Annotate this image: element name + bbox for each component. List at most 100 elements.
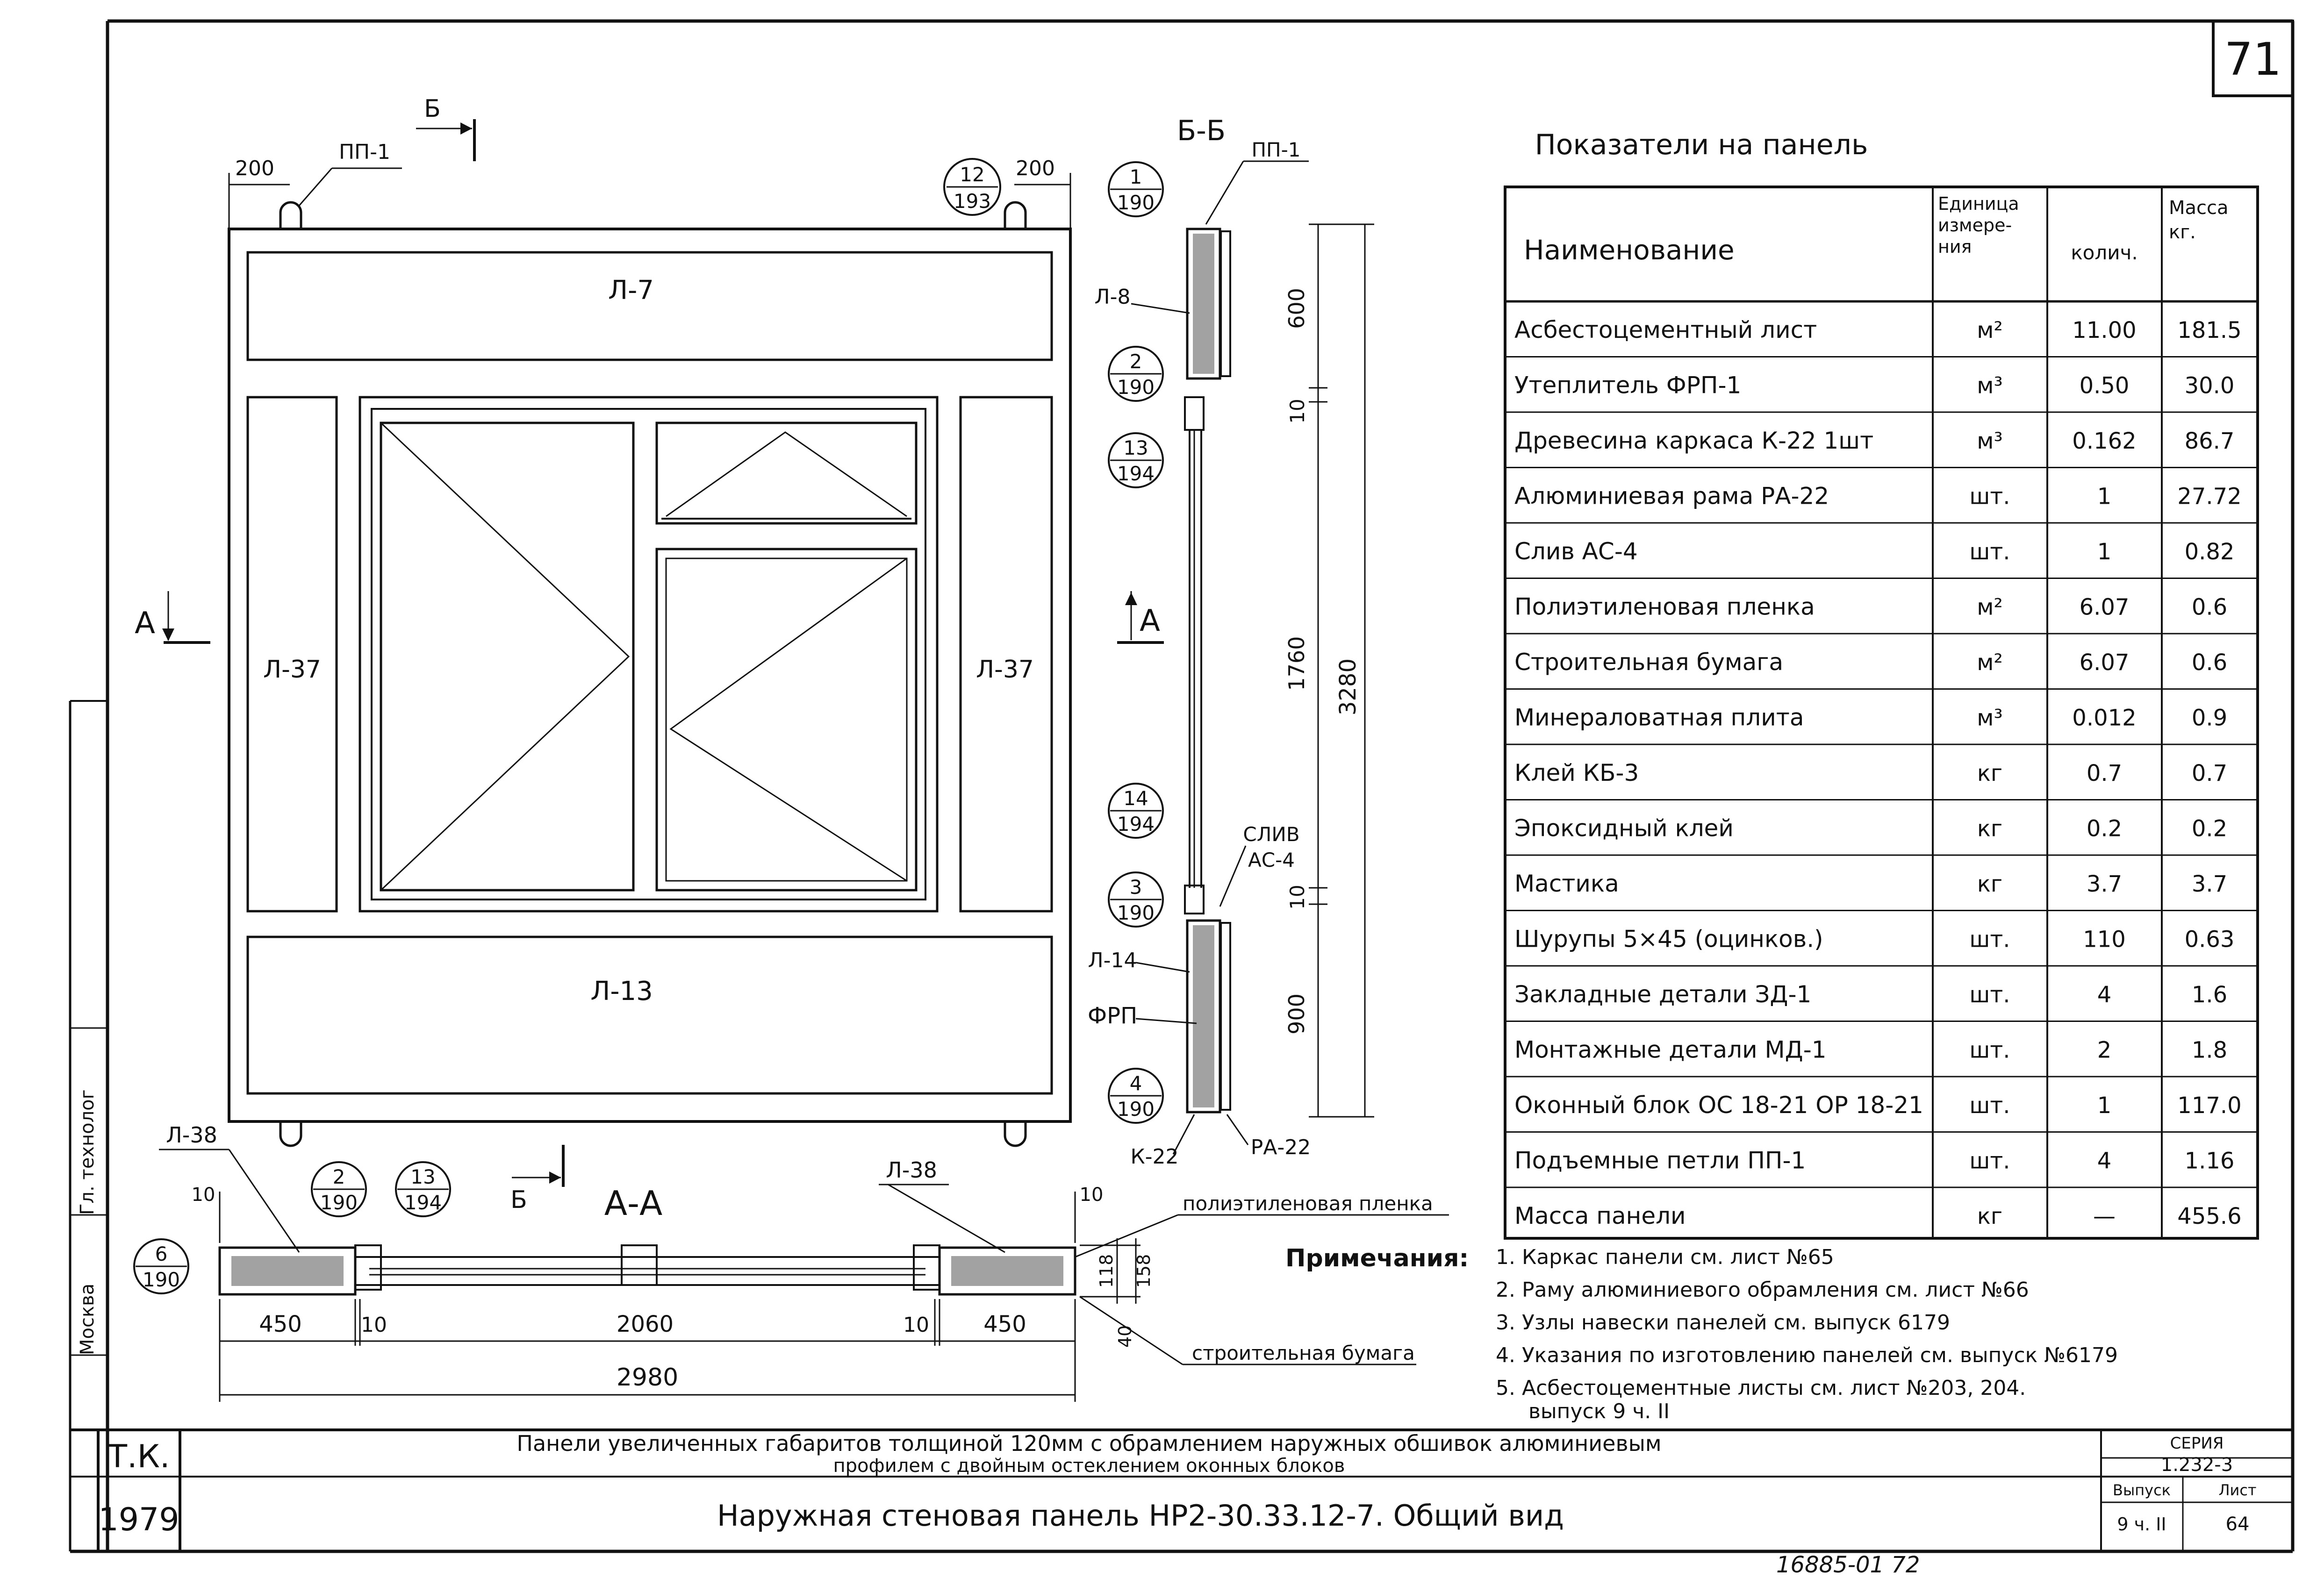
- note-3: 3. Узлы навески панелей см. выпуск 6179: [1496, 1311, 1950, 1335]
- bb-dim-3280: 3280: [1335, 658, 1361, 715]
- side-margin-text-1: Гл. технолог: [77, 1089, 98, 1215]
- cell-mass: 0.6: [2192, 650, 2227, 676]
- cell-name: Алюминиевая рама РА-22: [1514, 483, 1829, 510]
- cell-name: Мастика: [1514, 870, 1619, 897]
- cell-mass: 0.82: [2185, 539, 2235, 565]
- cell-mass: 0.2: [2192, 816, 2227, 842]
- cell-name: Строительная бумага: [1514, 649, 1783, 676]
- aa-dim-450-right: 450: [983, 1311, 1026, 1337]
- cell-unit: м²: [1977, 594, 2002, 621]
- window-frame-outer: [359, 396, 939, 913]
- cell-unit: шт.: [1969, 484, 2010, 510]
- front-view: Л-7 Л-37 Л-37 Л-13 200 200: [135, 95, 1164, 1147]
- label-l7: Л-7: [608, 275, 654, 306]
- cell-qty: 0.012: [2072, 705, 2136, 731]
- label-l37-left: Л-37: [263, 656, 321, 684]
- bb-label-frp: ФРП: [1088, 1003, 1137, 1029]
- cell-mass: 0.9: [2192, 705, 2227, 731]
- cell-mass: 30.0: [2185, 373, 2235, 399]
- title-top-1: Панели увеличенных габаритов толщиной 12…: [516, 1431, 1661, 1456]
- cell-unit: м²: [1977, 317, 2002, 343]
- cell-qty: —: [2093, 1203, 2116, 1229]
- sheet-l37-left: [246, 396, 338, 913]
- window-frame-inner: [371, 408, 926, 900]
- page-number: 71: [2224, 33, 2281, 86]
- sheet-l37-right: [959, 396, 1053, 913]
- window-sash-left: [380, 421, 635, 892]
- aa-dim-2060: 2060: [617, 1311, 674, 1337]
- notes-label: Примечания:: [1285, 1244, 1469, 1272]
- section-bb: Б-Б ПП-1 Л-8 СЛИВ АС-4 Л-14 ФРП К-22 РА-…: [1088, 114, 1374, 1169]
- header-qty: колич.: [2071, 241, 2138, 264]
- sash-left-opening: [380, 422, 630, 891]
- cell-mass: 181.5: [2177, 317, 2241, 343]
- aa-dim-2980: 2980: [617, 1364, 678, 1392]
- cell-mass: 3.7: [2192, 871, 2227, 897]
- indicators-title: Показатели на панель: [1535, 129, 1868, 161]
- note-5: 5. Асбестоцементные листы см. лист №203,…: [1496, 1376, 2026, 1400]
- cell-unit: кг: [1977, 816, 2002, 842]
- cell-name: Эпоксидный клей: [1514, 815, 1734, 842]
- cell-qty: 6.07: [2080, 650, 2130, 676]
- aa-label-l38-right: Л-38: [886, 1157, 937, 1183]
- cell-unit: кг: [1977, 760, 2002, 786]
- cell-name: Слив АС-4: [1514, 538, 1638, 565]
- aa-dim-10-left-top: 10: [192, 1184, 215, 1206]
- svg-text:190: 190: [1117, 191, 1155, 214]
- cell-qty: 6.07: [2080, 594, 2130, 621]
- svg-text:190: 190: [143, 1268, 180, 1291]
- bb-callout-2: 2 190: [1108, 346, 1164, 402]
- svg-text:190: 190: [320, 1191, 358, 1214]
- bb-dim-10-top: 10: [1286, 399, 1309, 423]
- cell-unit: шт.: [1969, 1037, 2010, 1064]
- note-5-cont: выпуск 9 ч. II: [1528, 1399, 1670, 1423]
- cell-unit: м³: [1977, 705, 2002, 731]
- svg-text:190: 190: [1117, 1098, 1155, 1121]
- sheet-l13: [246, 935, 1053, 1095]
- page-number-box: [2212, 20, 2294, 97]
- cell-mass: 455.6: [2177, 1203, 2241, 1229]
- cell-qty: 110: [2083, 927, 2126, 953]
- loop-label-front: ПП-1: [339, 140, 390, 164]
- svg-text:13: 13: [1123, 436, 1148, 459]
- lifting-loop-tl: [279, 201, 302, 229]
- cell-unit: шт.: [1969, 1092, 2010, 1119]
- aa-label-paper: строительная бумага: [1192, 1342, 1415, 1364]
- transom-opening: [666, 431, 907, 517]
- svg-text:14: 14: [1123, 787, 1148, 810]
- cell-mass: 27.72: [2177, 484, 2241, 510]
- cell-unit: кг: [1977, 1203, 2002, 1229]
- side-margin-text-2: Москва: [77, 1284, 98, 1355]
- bb-label-l8: Л-8: [1095, 285, 1131, 309]
- header-unit: Единица измере-ния: [1938, 193, 2019, 257]
- svg-text:4: 4: [1130, 1072, 1142, 1095]
- footer-handwritten: 16885-01 72: [1776, 1552, 1920, 1578]
- lifting-loop-br: [1004, 1121, 1027, 1147]
- sheet-l7: [246, 251, 1053, 361]
- cell-mass: 1.16: [2185, 1148, 2235, 1174]
- cell-name: Асбестоцементный лист: [1514, 316, 1817, 343]
- cell-mass: 117.0: [2177, 1092, 2241, 1119]
- bb-callout-3: 3 190: [1108, 871, 1164, 928]
- label-l13: Л-13: [590, 976, 653, 1007]
- note-2: 2. Раму алюминиевого обрамления см. лист…: [1496, 1278, 2029, 1302]
- bb-label-k22: К-22: [1130, 1145, 1178, 1169]
- cell-unit: м³: [1977, 373, 2002, 399]
- bb-label-sliv: СЛИВ: [1243, 823, 1299, 846]
- cell-qty: 0.50: [2080, 373, 2130, 399]
- bb-callout-13: 13 194: [1108, 432, 1164, 488]
- bb-label-pp1: ПП-1: [1251, 138, 1300, 161]
- svg-text:3: 3: [1130, 876, 1142, 899]
- cell-mass: 0.63: [2185, 927, 2235, 953]
- cell-name: Подъемные петли ПП-1: [1514, 1147, 1806, 1174]
- cell-unit: кг: [1977, 871, 2002, 897]
- section-bb-title: Б-Б: [1177, 114, 1226, 147]
